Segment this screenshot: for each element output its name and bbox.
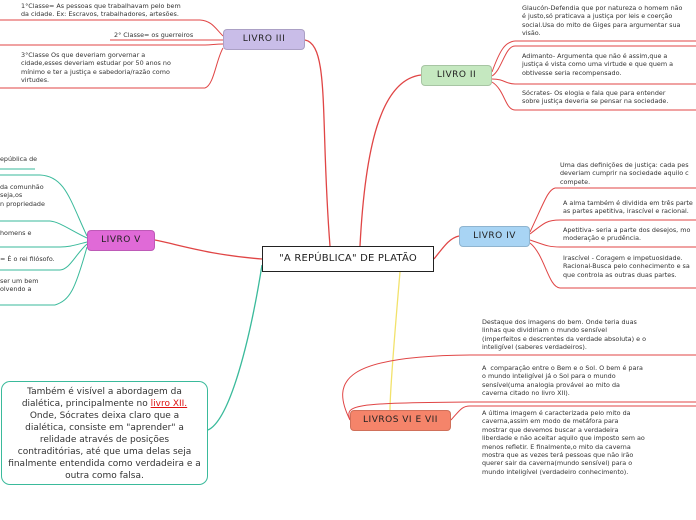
central-topic[interactable]: "A REPÚBLICA" DE PLATÃO (262, 246, 434, 272)
topic-livro-iii[interactable]: LIVRO III (223, 29, 305, 50)
livro-iii-first-class-text: 1°Classe= As pessoas que trabalhavam pel… (21, 2, 181, 19)
topic-livros-vi-vii[interactable]: LIVROS VI E VII (350, 410, 451, 431)
livro-ii-socrates-text: Sócrates- Os elogia e fala que para ente… (522, 89, 669, 106)
dialectic-note-text-end: Onde, Sócrates deixa claro que a dialéti… (8, 411, 201, 481)
livros-vi-vii-images-text: Destaque dos imagens do bem. Onde teria … (482, 318, 646, 352)
livros-vi-vii-cave-text: A última imagem é caracterizada pelo mit… (482, 409, 645, 476)
livro-iv-soul-parts-text: A alma também é dividida em três parte a… (563, 199, 693, 216)
livro-xii-link[interactable]: livro XII. (150, 399, 188, 409)
livro-iii-second-class-text: 2° Classe= os guerreiros (114, 31, 194, 39)
livro-ii-glaucon-text: Glaucón-Defendia que por natureza o home… (522, 4, 683, 38)
livro-iv-apetitiva-text: Apetitiva- seria a parte dos desejos, mo… (563, 226, 691, 243)
livro-iv-justice-definition-text: Uma das definições de justiça: cada pes … (560, 161, 689, 186)
livro-v-comunhao-text: da comunhão seja,os n propriedade (0, 183, 45, 208)
livro-v-rei-filosofo-text: = É o rei filósofo. (0, 255, 55, 263)
dialectic-note-box[interactable]: Também é visível a abordagem da dialétic… (1, 381, 208, 485)
topic-livro-v[interactable]: LIVRO V (87, 230, 155, 251)
livro-v-homens-text: homens e (0, 229, 32, 237)
livro-v-republica-text: epública de (0, 155, 38, 163)
livro-iii-third-class-text: 3°Classe Os que deveriam gorvernar a cid… (21, 51, 171, 85)
topic-livro-iv[interactable]: LIVRO IV (459, 226, 530, 247)
livros-vi-vii-sun-text: A comparação entre o Bem e o Sol. O bem … (482, 364, 643, 398)
livro-v-bem-text: ser um bem olvendo a (0, 277, 39, 294)
livro-iv-irascivel-racional-text: Irascível - Coragem e impetuosidade. Rac… (563, 254, 690, 279)
dialectic-note-text-start: Também é visível a abordagem da dialétic… (21, 387, 182, 409)
livro-ii-adimanto-text: Adimanto- Argumenta que não é assim,que … (522, 52, 674, 77)
topic-livro-ii[interactable]: LIVRO II (421, 65, 492, 86)
